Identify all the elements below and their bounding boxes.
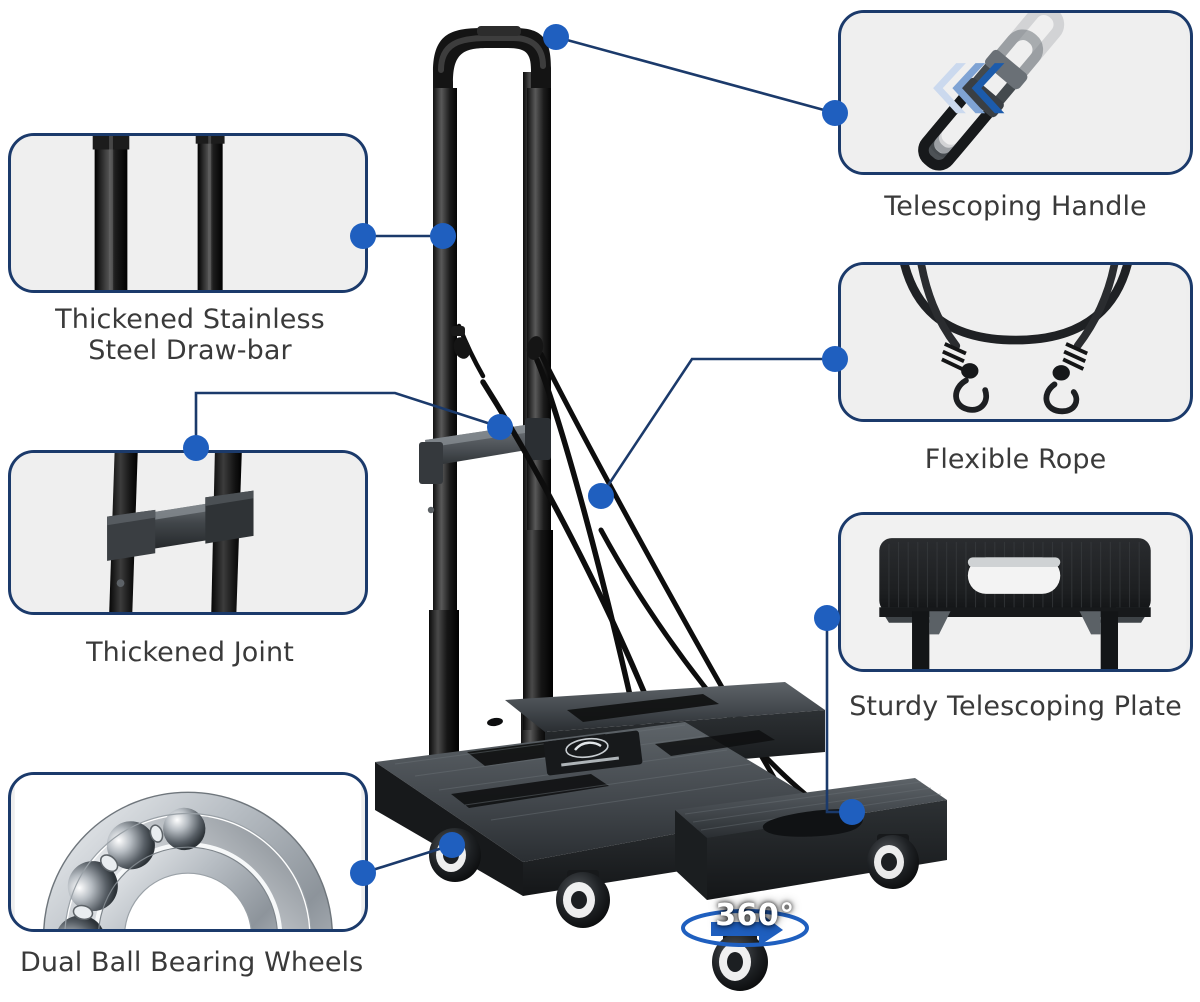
anchor-dot-handle xyxy=(822,100,848,126)
callout-caption-drawbar: Thickened Stainless Steel Draw-bar xyxy=(55,304,325,366)
product-illustration xyxy=(375,26,947,991)
flexible-rope-icon xyxy=(844,265,1187,419)
callout-card-handle[interactable] xyxy=(838,10,1193,175)
telescoping-plate-icon xyxy=(844,515,1187,669)
rotation-360-indicator xyxy=(681,909,809,947)
callout-caption-rope: Flexible Rope xyxy=(924,444,1107,475)
steel-drawbar-icon xyxy=(14,136,362,290)
thickened-joint-icon xyxy=(14,453,362,612)
telescoping-handle-icon xyxy=(844,13,1187,172)
rope-hook-right xyxy=(1043,342,1089,415)
rope-hook-fitting xyxy=(451,326,544,360)
callout-card-joint[interactable] xyxy=(8,450,368,615)
anchor-dot-plate xyxy=(814,605,840,631)
brand-logo xyxy=(543,730,643,776)
target-dot-rope xyxy=(588,483,614,509)
extension-plate xyxy=(675,778,947,900)
target-dot-drawbar xyxy=(430,223,456,249)
callout-card-rope[interactable] xyxy=(838,262,1193,422)
target-dot-bearing xyxy=(439,832,465,858)
target-dot-plate xyxy=(839,799,865,825)
target-dot-joint xyxy=(487,414,513,440)
rotation-360-badge: 360° xyxy=(715,898,795,933)
callout-card-bearing[interactable] xyxy=(8,772,368,932)
callout-caption-handle: Telescoping Handle xyxy=(884,191,1147,222)
anchor-dot-drawbar xyxy=(350,223,376,249)
ball-bearing-icon xyxy=(14,775,362,929)
upright-left xyxy=(433,88,457,648)
anchor-dot-bearing xyxy=(350,860,376,886)
telescoping-handle-top xyxy=(433,26,551,98)
callout-caption-joint: Thickened Joint xyxy=(86,637,294,668)
callout-card-drawbar[interactable] xyxy=(8,133,368,293)
chevron-arrows-icon xyxy=(933,63,1005,114)
callout-card-plate[interactable] xyxy=(838,512,1193,672)
target-dot-handle xyxy=(543,24,569,50)
anchor-dot-joint xyxy=(183,435,209,461)
callout-caption-plate: Sturdy Telescoping Plate xyxy=(849,691,1182,722)
rope-hook-left xyxy=(941,342,989,413)
anchor-dot-rope xyxy=(822,346,848,372)
callout-caption-bearing: Dual Ball Bearing Wheels xyxy=(20,947,364,978)
